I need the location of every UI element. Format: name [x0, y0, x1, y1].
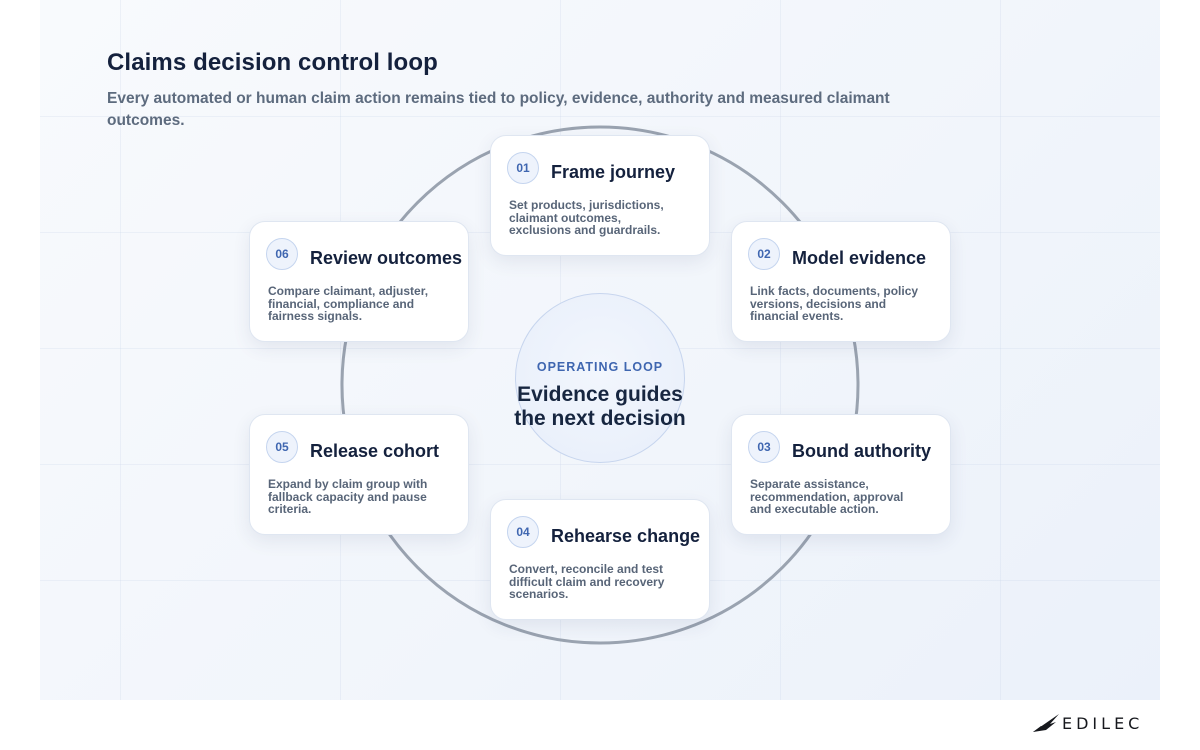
- brand-name: EDILEC: [1062, 713, 1144, 733]
- step-card-frame-journey[interactable]: 01 Frame journey Set products, jurisdict…: [490, 135, 710, 256]
- grid-line: [40, 116, 1160, 117]
- step-title: Bound authority: [792, 441, 931, 461]
- step-number-badge: 04: [507, 516, 539, 548]
- step-description: Convert, reconcile and test difficult cl…: [509, 562, 665, 601]
- step-description: Separate assistance, recommendation, app…: [750, 477, 904, 516]
- page-subtitle: Every automated or human claim action re…: [107, 90, 890, 129]
- loop-ring-circle: [340, 125, 860, 645]
- grid-line: [340, 0, 341, 700]
- step-number-badge: 06: [266, 238, 298, 270]
- step-title: Model evidence: [792, 248, 927, 268]
- step-card-rehearse-change[interactable]: 04 Rehearse change Convert, reconcile an…: [490, 499, 710, 620]
- operating-loop-hub: OPERATING LOOP Evidence guides the next …: [514, 293, 686, 463]
- step-description: Compare claimant, adjuster, financial, c…: [268, 284, 429, 323]
- wing-icon: [1033, 714, 1059, 732]
- step-title: Rehearse change: [551, 526, 701, 546]
- step-title: Release cohort: [310, 441, 440, 461]
- step-card-release-cohort[interactable]: 05 Release cohort Expand by claim group …: [249, 414, 469, 535]
- step-card-model-evidence[interactable]: 02 Model evidence Link facts, documents,…: [731, 221, 951, 342]
- step-description: Expand by claim group with fallback capa…: [268, 477, 428, 516]
- hub-text: Evidence guides the next decision: [514, 383, 686, 430]
- grid-line: [40, 464, 1160, 465]
- step-card-review-outcomes[interactable]: 06 Review outcomes Compare claimant, adj…: [249, 221, 469, 342]
- step-number-badge: 05: [266, 431, 298, 463]
- step-description: Link facts, documents, policy versions, …: [750, 284, 919, 323]
- hub-kicker: OPERATING LOOP: [536, 360, 664, 374]
- step-card-bound-authority[interactable]: 03 Bound authority Separate assistance, …: [731, 414, 951, 535]
- step-number-badge: 02: [748, 238, 780, 270]
- step-description: Set products, jurisdictions, claimant ou…: [509, 198, 664, 237]
- step-title: Review outcomes: [310, 248, 463, 268]
- step-title: Frame journey: [551, 162, 676, 182]
- grid-line: [780, 0, 781, 700]
- brand-logo: EDILEC: [1032, 712, 1143, 734]
- grid-line: [1000, 0, 1001, 700]
- step-number-badge: 03: [748, 431, 780, 463]
- page-title: Claims decision control loop: [107, 49, 438, 76]
- step-number-badge: 01: [507, 152, 539, 184]
- grid-line: [120, 0, 121, 700]
